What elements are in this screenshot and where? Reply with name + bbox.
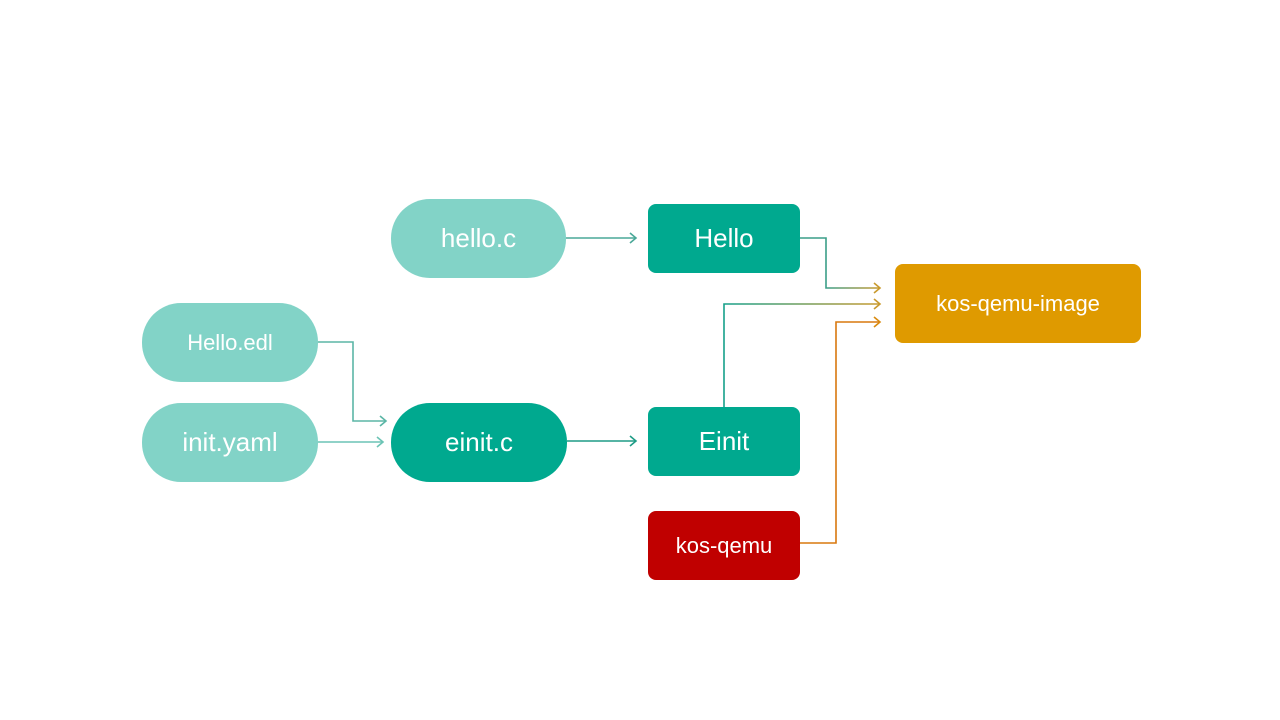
node-label: Hello.edl [187,329,273,355]
node-hello: Hello [648,204,800,273]
edge-hello-to-image [800,237,882,294]
node-hello-edl: Hello.edl [142,303,318,382]
edge-einit-c-to-einit [567,435,638,447]
node-init-yaml: init.yaml [142,403,318,482]
edge-hello-edl-to-einit-c [318,341,388,427]
node-label: einit.c [445,427,513,457]
edge-kos-qemu-to-image [800,316,882,544]
edge-hello-c-to-hello [566,232,638,244]
edge-einit-to-image [723,298,882,407]
node-einit-c: einit.c [391,403,567,482]
edge-init-yaml-to-einit-c [318,436,385,448]
node-hello-c: hello.c [391,199,566,278]
node-label: kos-qemu [675,532,773,558]
node-einit: Einit [648,407,800,476]
node-label: kos-qemu-image [936,290,1100,316]
node-kos-qemu-image: kos-qemu-image [895,264,1141,343]
node-label: init.yaml [182,427,278,457]
node-kos-qemu: kos-qemu [648,511,800,580]
node-label: Hello [694,223,754,253]
node-label: hello.c [440,223,517,253]
node-label: Einit [698,426,750,456]
